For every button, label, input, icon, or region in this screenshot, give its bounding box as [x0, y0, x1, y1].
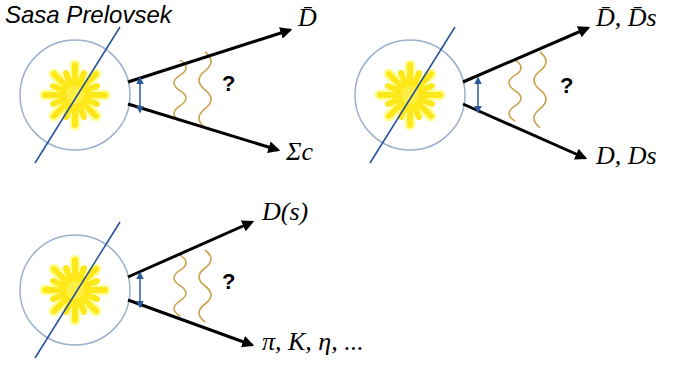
- particle-label: Σc: [286, 138, 313, 167]
- question-mark: ?: [222, 270, 235, 294]
- particle-label: D, Ds: [596, 142, 657, 171]
- scattering-figure: [20, 27, 290, 163]
- question-mark: ?: [560, 74, 573, 98]
- particle-label: D̄, D̄s: [596, 4, 657, 33]
- particle-label: D̄: [298, 4, 317, 33]
- author-name: Sasa Prelovsek: [5, 2, 172, 28]
- scattering-figure: [355, 27, 588, 163]
- question-mark: ?: [222, 72, 235, 96]
- particle-label: π, K, η, ...: [262, 328, 364, 357]
- particle-label: D(s): [262, 198, 308, 227]
- scattering-figure: [20, 222, 252, 358]
